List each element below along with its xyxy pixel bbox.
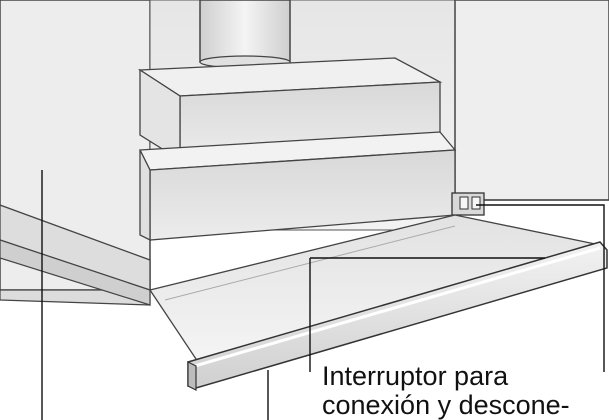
front-bar — [187, 241, 608, 391]
hood-lower-step — [138, 131, 457, 242]
right-cabinet — [454, 0, 609, 201]
switch-box — [451, 192, 485, 216]
callout-line-1: Interruptor para — [322, 361, 509, 391]
leader-lines — [41, 170, 605, 420]
exhaust-pipe — [199, 0, 291, 69]
switch-callout: Interruptor para conexión y descone- — [322, 362, 570, 420]
leader-switch — [476, 204, 605, 372]
callout-line-2: conexión y descone- — [322, 390, 570, 420]
